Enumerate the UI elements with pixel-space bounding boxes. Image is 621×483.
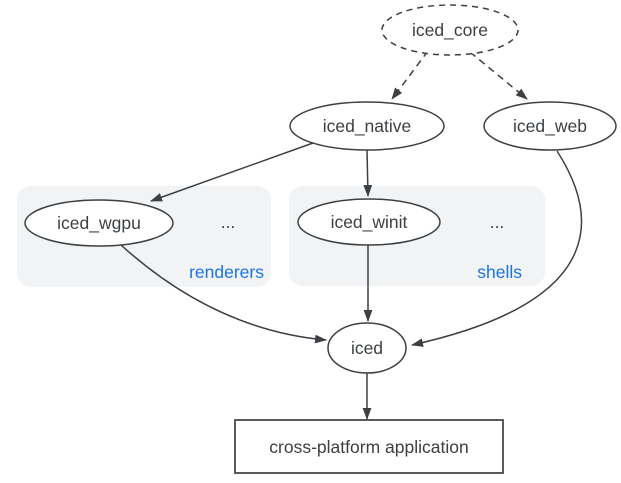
- node-cross-platform-application: [234, 419, 504, 474]
- edge-iced-wgpu-to-iced: [120, 244, 327, 344]
- edge-iced-core-to-iced-web: [469, 51, 528, 100]
- shells-ellipsis: ...: [490, 212, 505, 232]
- node-iced-winit-label: iced_winit: [331, 212, 408, 233]
- node-iced-label: iced: [351, 338, 383, 358]
- edge-iced-web-to-iced: [411, 150, 583, 347]
- node-iced-core-label: iced_core: [412, 20, 488, 41]
- node-iced: [327, 322, 407, 374]
- node-iced-web: [483, 101, 617, 151]
- node-iced-native-label: iced_native: [323, 116, 412, 137]
- node-cross-platform-application-label: cross-platform application: [269, 437, 468, 457]
- node-iced-wgpu-label: iced_wgpu: [57, 213, 141, 234]
- edge-iced-native-to-iced-wgpu: [150, 142, 314, 202]
- edge-iced-native-to-iced-winit: [363, 149, 373, 197]
- renderers-group-label: renderers: [189, 262, 264, 282]
- node-iced-wgpu: [24, 199, 174, 247]
- node-iced-core: [381, 4, 519, 56]
- node-iced-web-label: iced_web: [513, 116, 587, 137]
- renderers-ellipsis: ...: [221, 212, 236, 232]
- node-iced-winit: [297, 198, 441, 246]
- node-iced-native: [289, 101, 445, 151]
- shells-group-label: shells: [477, 262, 522, 282]
- edge-iced-core-to-iced-native: [391, 50, 429, 100]
